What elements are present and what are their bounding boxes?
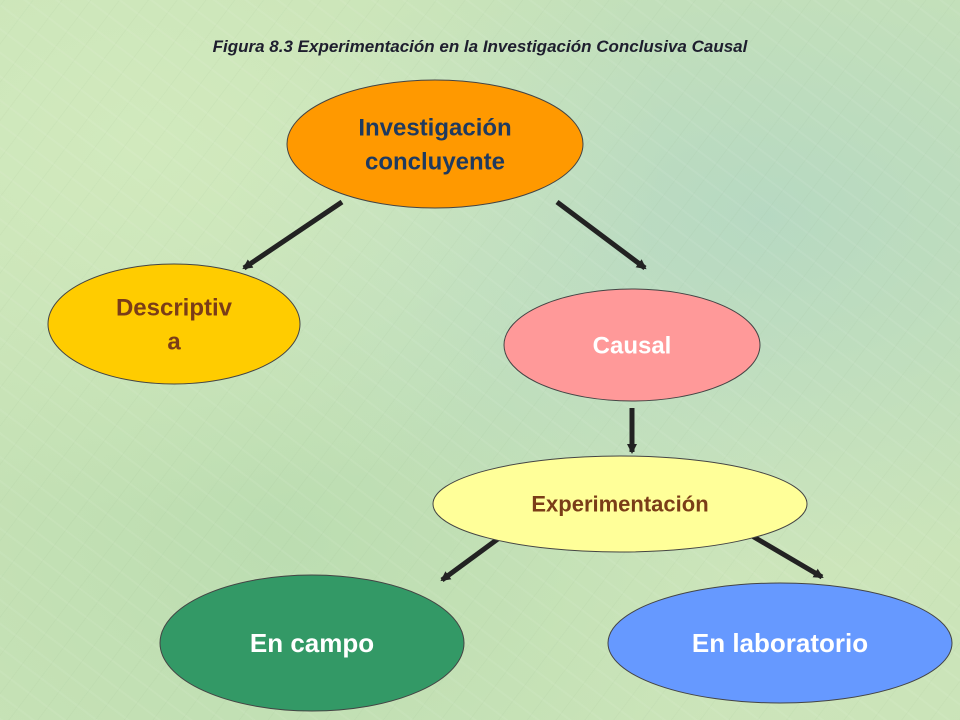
node-en-laboratorio: En laboratorio xyxy=(607,582,953,704)
arrow-investigacion-to-causal xyxy=(555,200,647,270)
node-en-campo: En campo xyxy=(159,574,465,712)
node-experimentacion-shape xyxy=(432,455,808,553)
node-descriptiva-shape xyxy=(47,263,301,385)
node-causal-label: Causal xyxy=(593,332,672,359)
investigacion-label-line: concluyente xyxy=(365,148,505,175)
node-experimentacion-label: Experimentación xyxy=(531,492,708,517)
node-investigacion-label: Investigación concluyente xyxy=(358,114,511,175)
node-causal-shape xyxy=(503,288,761,402)
node-causal: Causal xyxy=(503,288,761,402)
node-descriptiva-label: Descriptiv a xyxy=(116,294,233,355)
causal-label-line: Causal xyxy=(593,332,672,359)
descriptiva-label-line: Descriptiv xyxy=(116,294,233,321)
arrow-investigacion-to-descriptiva xyxy=(242,199,344,271)
node-experimentacion: Experimentación xyxy=(432,455,808,553)
descriptiva-label-line: a xyxy=(167,328,181,355)
node-investigacion-shape xyxy=(286,79,584,209)
experimentacion-label-line: Experimentación xyxy=(531,492,708,517)
en-laboratorio-label-line: En laboratorio xyxy=(692,628,868,658)
figure-title: Figura 8.3 Experimentación en la Investi… xyxy=(212,37,748,56)
node-en-laboratorio-label: En laboratorio xyxy=(692,628,868,658)
node-en-campo-shape xyxy=(159,574,465,712)
node-en-campo-label: En campo xyxy=(250,628,374,658)
node-descriptiva: Descriptiv a xyxy=(47,263,301,385)
investigacion-label-line: Investigación xyxy=(358,114,511,141)
arrow-experimentacion-to-en-laboratorio xyxy=(740,527,824,580)
node-en-laboratorio-shape xyxy=(607,582,953,704)
en-campo-label-line: En campo xyxy=(250,628,374,658)
node-investigacion-concluyente: Investigación concluyente xyxy=(286,79,584,209)
